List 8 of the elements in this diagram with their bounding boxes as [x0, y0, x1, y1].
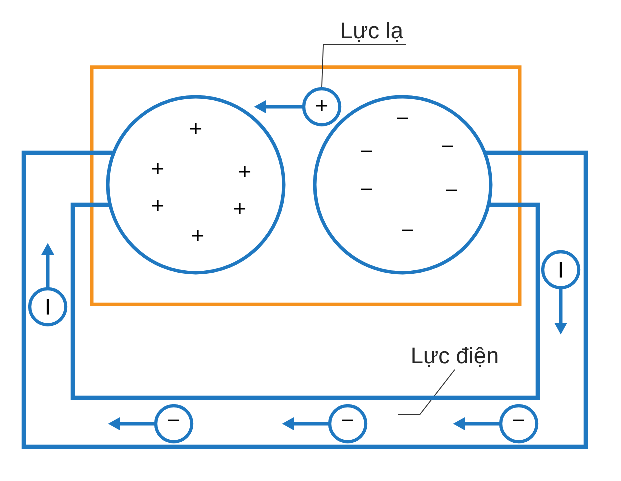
sphere: + + + + + +: [106, 95, 286, 275]
callout-text: Lực lạ: [342, 22, 404, 42]
callout-text: Lực điện: [412, 347, 498, 367]
leader-line: [322, 44, 407, 88]
leader-line: [398, 369, 456, 416]
frame-box: [90, 66, 522, 306]
wire: [70, 202, 540, 400]
wire: [22, 150, 588, 450]
